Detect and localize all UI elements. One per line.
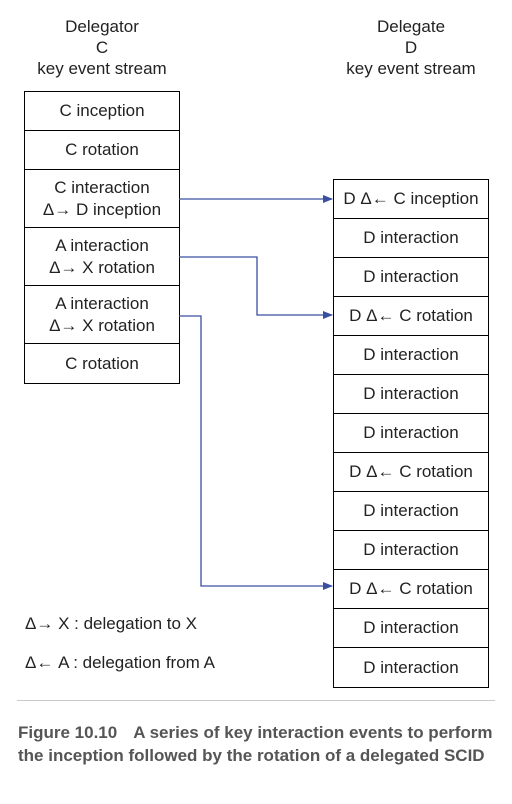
legend-delegation-to: Δ→ X : delegation to X xyxy=(25,614,198,633)
delegator-event-stream: C inception C rotation C interaction Δ→ … xyxy=(24,91,180,384)
delegate-letter: D xyxy=(404,38,418,57)
delegator-event: C rotation xyxy=(25,131,179,170)
caption-text: A series of key interaction events to pe… xyxy=(18,723,493,765)
delegate-title: Delegate xyxy=(376,17,446,36)
event-line: C inception xyxy=(59,101,145,120)
delegate-header: Delegate D key event stream xyxy=(311,16,511,79)
delegator-event: A interaction Δ→ X rotation xyxy=(25,228,179,286)
delegator-event: C inception xyxy=(25,92,179,131)
delegate-event: D Δ← C inception xyxy=(334,180,488,219)
delegator-header: Delegator C key event stream xyxy=(2,16,202,79)
delegate-event: D Δ← C rotation xyxy=(334,453,488,492)
caption-divider xyxy=(17,700,495,701)
event-line: C interaction xyxy=(54,177,150,197)
delegate-event: D interaction xyxy=(334,375,488,414)
delegator-event: C rotation xyxy=(25,344,179,383)
delegation-arrows xyxy=(179,195,333,590)
delegate-event: D interaction xyxy=(334,609,488,648)
delegate-event: D Δ← C rotation xyxy=(334,297,488,336)
delegator-letter: C xyxy=(95,38,109,57)
delegator-event: C interaction Δ→ D inception xyxy=(25,170,179,228)
delegate-event: D interaction xyxy=(334,531,488,570)
event-line: Δ→ X rotation xyxy=(49,315,155,335)
delegation-arrow-rotation-2 xyxy=(179,315,333,590)
delegate-subtitle: key event stream xyxy=(346,59,476,78)
delegate-event: D interaction xyxy=(334,336,488,375)
event-line: Δ→ D inception xyxy=(42,199,162,219)
legend-delegation-from: Δ← A : delegation from A xyxy=(25,653,215,672)
delegator-subtitle: key event stream xyxy=(37,59,167,78)
delegate-event-stream: D Δ← C inception D interaction D interac… xyxy=(333,179,489,688)
delegate-event: D interaction xyxy=(334,219,488,258)
figure-label: Figure 10.10 xyxy=(18,723,118,742)
event-line: Δ→ X rotation xyxy=(49,257,155,277)
delegation-arrow-rotation-1 xyxy=(179,256,333,319)
event-line: A interaction xyxy=(55,293,149,313)
delegate-event: D interaction xyxy=(334,492,488,531)
delegator-event: A interaction Δ→ X rotation xyxy=(25,286,179,344)
delegate-event: D Δ← C rotation xyxy=(334,570,488,609)
delegate-event: D interaction xyxy=(363,657,459,677)
delegate-event: D interaction xyxy=(334,258,488,297)
delegator-title: Delegator xyxy=(65,17,139,36)
event-line: A interaction xyxy=(55,235,149,255)
delegate-event: D interaction xyxy=(334,414,488,453)
event-line: C rotation xyxy=(65,140,139,159)
event-line: C rotation xyxy=(65,353,139,373)
